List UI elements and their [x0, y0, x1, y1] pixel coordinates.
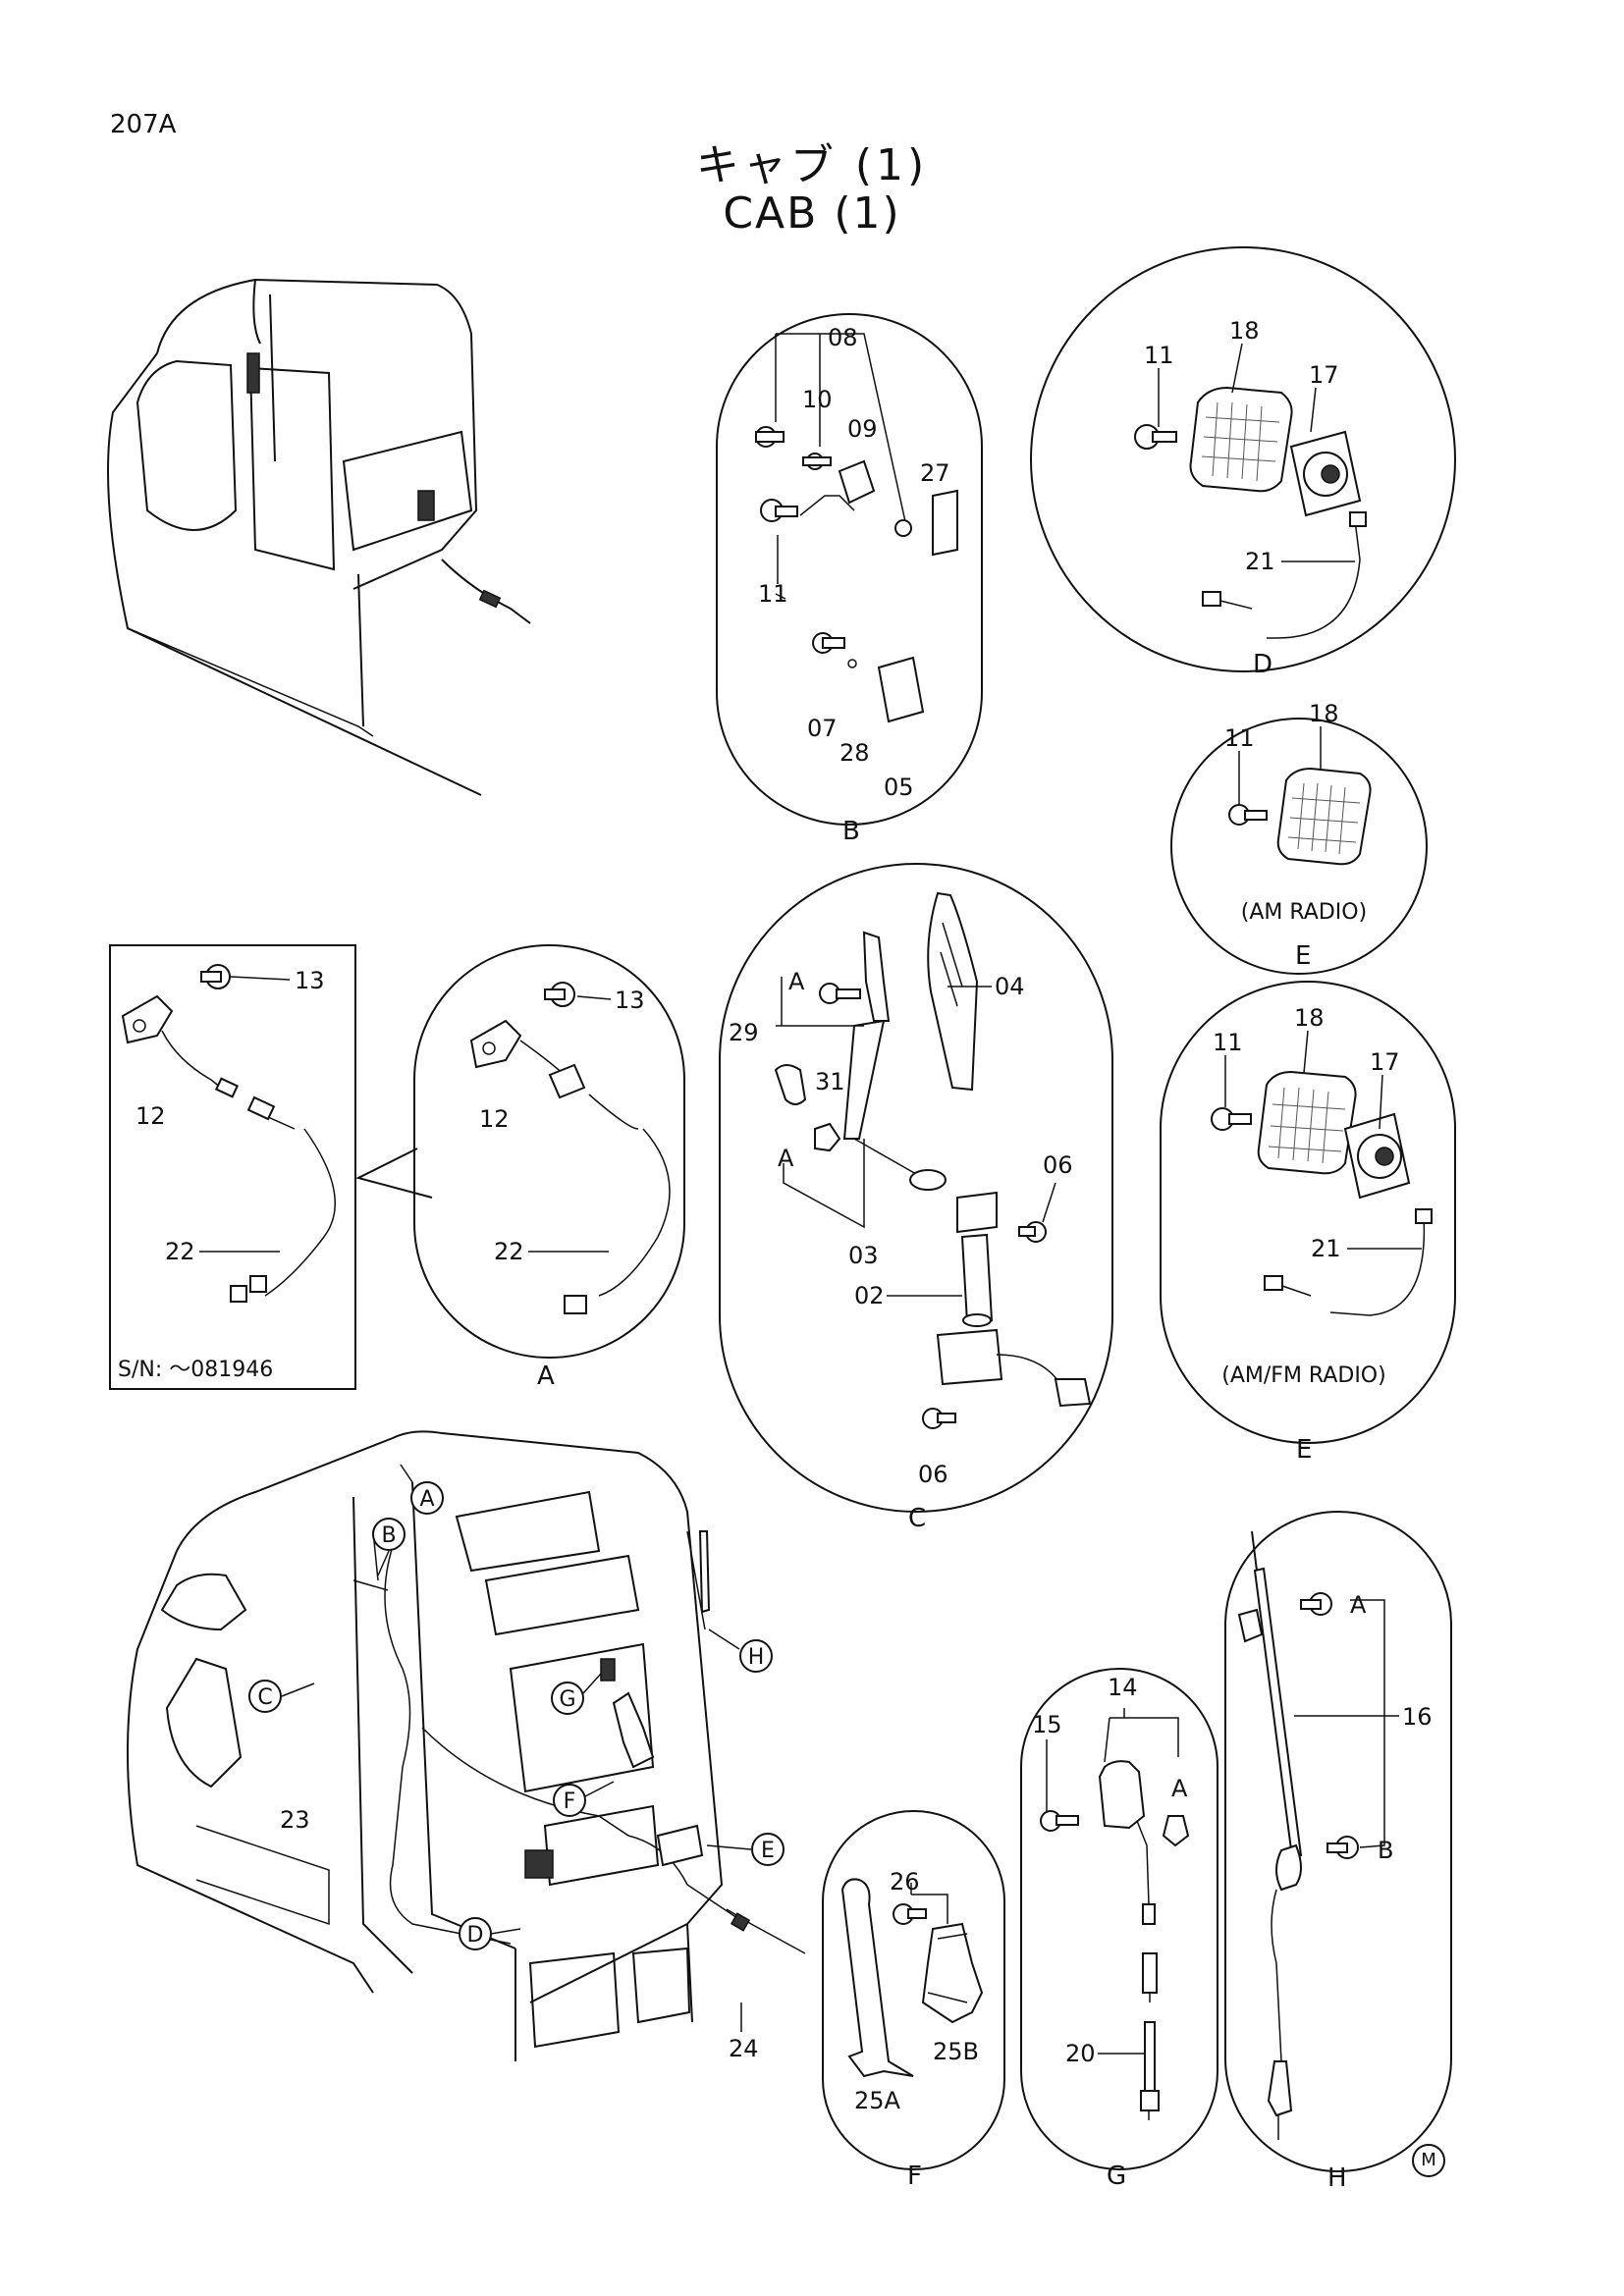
marker-a-label: A	[419, 1487, 434, 1512]
g-callout-15: 15	[1032, 1711, 1062, 1738]
a-callout-12: 12	[479, 1105, 510, 1133]
view-g-letter: G	[1107, 2162, 1126, 2191]
g-callout-a: A	[1171, 1775, 1188, 1802]
marker-c-label: C	[257, 1685, 272, 1710]
b-callout-08: 08	[828, 324, 858, 351]
marker-f	[553, 1781, 615, 1817]
view-h-letter: H	[1327, 2163, 1347, 2193]
view-d	[1030, 246, 1456, 672]
inset-serial: S/N: ～081946	[118, 1358, 273, 1382]
marker-e	[706, 1833, 785, 1866]
view-e-amfm	[1160, 981, 1456, 1444]
title-english: CAB (1)	[723, 188, 901, 239]
title-japanese: キャブ (1)	[695, 140, 929, 190]
e2-callout-18: 18	[1294, 1004, 1325, 1032]
b-callout-09: 09	[847, 415, 878, 443]
e2-callout-21: 21	[1311, 1235, 1341, 1262]
c-callout-02: 02	[854, 1282, 885, 1309]
view-e-am	[1170, 718, 1428, 975]
view-e-amfm-letter: E	[1296, 1435, 1312, 1465]
e1-callout-18: 18	[1309, 700, 1339, 727]
view-g	[1020, 1668, 1218, 2170]
a-callout-22: 22	[494, 1238, 524, 1265]
marker-g-label: G	[559, 1687, 575, 1712]
inset-box	[109, 944, 356, 1390]
view-f-letter: F	[907, 2162, 922, 2191]
c-callout-a1: A	[788, 968, 805, 995]
view-c	[719, 863, 1113, 1513]
marker-h	[708, 1629, 773, 1673]
c-callout-06b: 06	[918, 1461, 948, 1488]
b-callout-10: 10	[802, 386, 833, 413]
h-callout-16: 16	[1402, 1703, 1433, 1731]
b-callout-27: 27	[920, 459, 950, 487]
a-callout-13: 13	[615, 987, 645, 1014]
c-callout-04: 04	[995, 973, 1025, 1000]
copyright-mark: M	[1412, 2144, 1445, 2177]
view-b-letter: B	[842, 817, 860, 846]
view-f	[822, 1810, 1005, 2170]
view-h	[1224, 1511, 1452, 2172]
marker-g	[551, 1673, 602, 1715]
b-callout-07: 07	[807, 715, 838, 742]
marker-a	[400, 1464, 444, 1515]
view-a-letter: A	[537, 1362, 555, 1391]
inset-callout-12: 12	[135, 1102, 166, 1130]
view-c-letter: C	[908, 1504, 926, 1533]
e2-callout-11: 11	[1213, 1029, 1243, 1056]
d-callout-21: 21	[1245, 548, 1275, 575]
marker-f-label: F	[564, 1789, 576, 1814]
marker-h-label: H	[748, 1645, 765, 1670]
d-callout-11: 11	[1144, 342, 1174, 369]
b-callout-28: 28	[839, 739, 870, 767]
main-callout-23: 23	[280, 1806, 310, 1834]
g-callout-14: 14	[1108, 1674, 1138, 1701]
e2-note: (AM/FM RADIO)	[1221, 1363, 1385, 1388]
c-callout-a2: A	[778, 1145, 794, 1172]
e1-note: (AM RADIO)	[1241, 900, 1367, 925]
marker-c	[248, 1680, 315, 1713]
d-callout-17: 17	[1309, 361, 1339, 389]
f-callout-25b: 25B	[933, 2038, 979, 2065]
e2-callout-17: 17	[1370, 1048, 1400, 1076]
f-callout-26: 26	[890, 1868, 920, 1896]
b-callout-05: 05	[884, 774, 914, 801]
c-callout-31: 31	[815, 1068, 845, 1095]
marker-d-label: D	[467, 1923, 484, 1948]
page-code: 207A	[110, 110, 177, 139]
h-callout-a: A	[1350, 1591, 1367, 1619]
b-callout-11: 11	[758, 580, 788, 608]
e1-callout-11: 11	[1224, 724, 1255, 752]
marker-d	[459, 1917, 521, 1950]
cab-overview-top	[107, 278, 531, 796]
inset-callout-13: 13	[295, 967, 325, 994]
main-callout-24: 24	[729, 2035, 759, 2062]
inset-callout-22: 22	[165, 1238, 195, 1265]
view-d-letter: D	[1253, 650, 1272, 679]
view-b	[716, 313, 983, 826]
c-callout-03: 03	[848, 1242, 879, 1269]
d-callout-18: 18	[1229, 317, 1260, 345]
c-callout-29: 29	[729, 1019, 759, 1046]
marker-e-label: E	[761, 1839, 775, 1863]
g-callout-20: 20	[1065, 2040, 1096, 2067]
h-callout-b: B	[1378, 1837, 1393, 1864]
f-callout-25a: 25A	[854, 2087, 901, 2114]
cab-main	[127, 1430, 806, 2061]
marker-b	[372, 1518, 406, 1576]
view-e-am-letter: E	[1295, 941, 1311, 971]
marker-b-label: B	[381, 1523, 396, 1548]
view-a	[355, 944, 685, 1359]
c-callout-06a: 06	[1043, 1151, 1073, 1179]
